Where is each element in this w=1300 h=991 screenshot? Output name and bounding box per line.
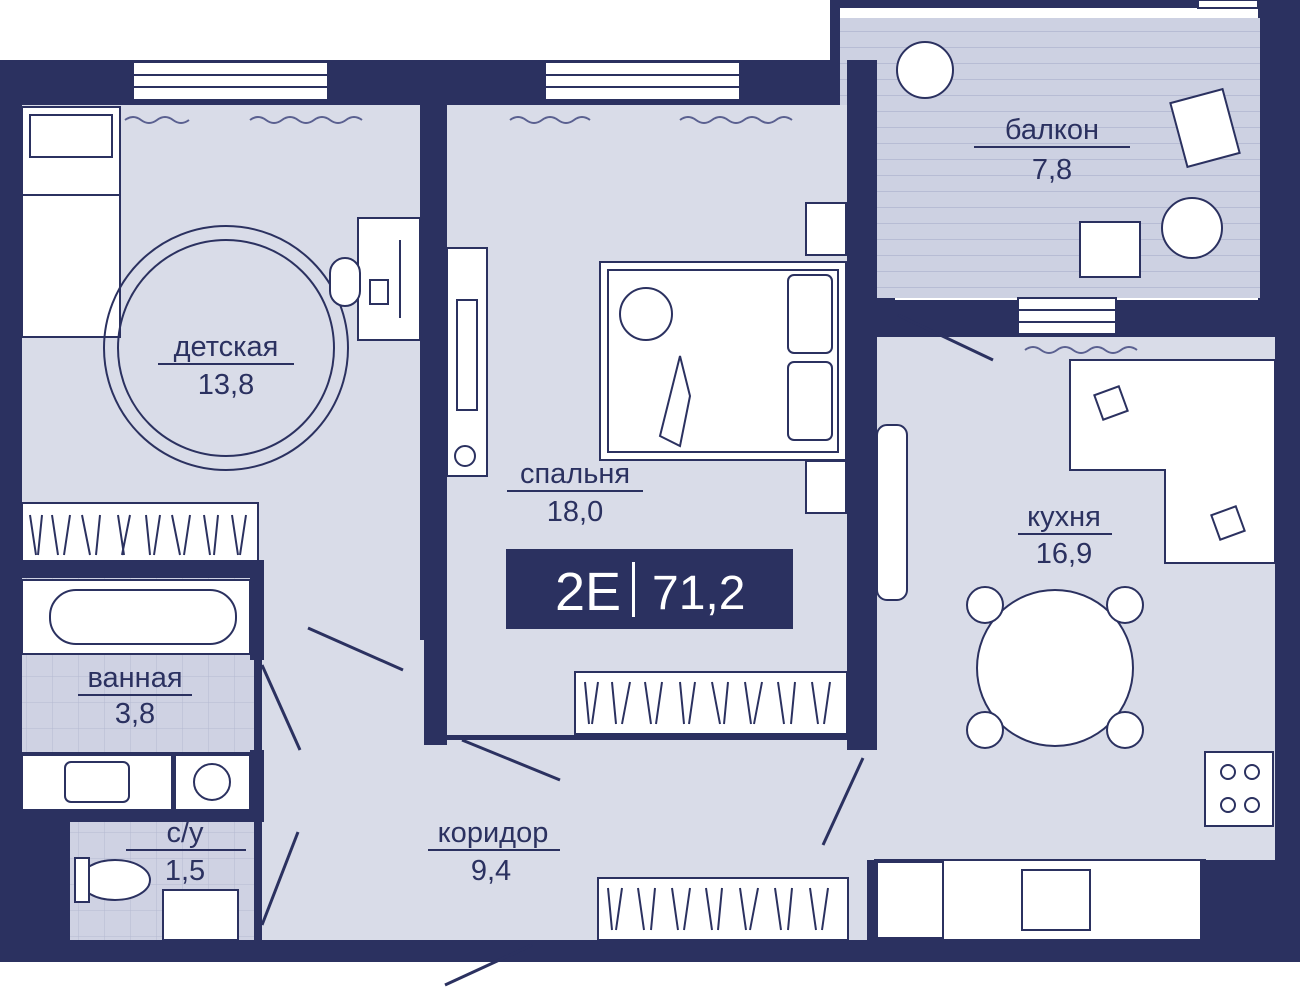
- wardrobe-kids: [21, 502, 259, 562]
- kitchen-furniture: [876, 359, 1276, 939]
- room-bathroom-area: 3,8: [115, 698, 155, 730]
- wardrobes: [21, 502, 849, 941]
- room-bedroom: спальня 18,0: [507, 458, 643, 528]
- kids-rug: [103, 225, 349, 471]
- room-wc: с/у 1,5: [126, 817, 246, 887]
- dining-chair-4: [1106, 711, 1144, 749]
- bed-pillow-2: [787, 361, 833, 441]
- wc-sink: [162, 889, 239, 941]
- nightstand-top: [805, 202, 847, 256]
- dining-chair-2: [1106, 586, 1144, 624]
- kitchen-closet: [876, 424, 908, 601]
- window-mullions: [133, 74, 1116, 323]
- bathroom-fixtures: [21, 579, 251, 941]
- room-wc-area: 1,5: [165, 855, 205, 887]
- stove-icon: [1204, 751, 1274, 827]
- room-bedroom-area: 18,0: [547, 496, 603, 528]
- dining-chair-3: [966, 711, 1004, 749]
- corridor-floor: [262, 560, 427, 940]
- room-labels: детская 13,8 спальня 18,0 балкон 7,8 кух…: [78, 114, 1130, 887]
- bedroom-closet-left: [446, 247, 488, 477]
- room-corridor: коридор 9,4: [428, 817, 560, 887]
- dining-table: [976, 589, 1134, 747]
- room-wc-name: с/у: [166, 817, 204, 849]
- toilet: [79, 859, 151, 901]
- kids-pillow: [29, 114, 113, 158]
- balcony-chair-2: [1079, 221, 1141, 278]
- room-bathroom-name: ванная: [87, 662, 182, 694]
- room-kitchen: кухня 16,9: [1018, 501, 1112, 570]
- bed-pillow-1: [787, 274, 833, 354]
- radiators: [124, 116, 1138, 354]
- room-kitchen-area: 16,9: [1036, 538, 1092, 570]
- dining-chair-1: [966, 586, 1004, 624]
- area-badge: 2E 71,2: [506, 549, 793, 629]
- fridge: [876, 861, 944, 939]
- window-kitchen: [1017, 297, 1117, 335]
- balcony-furniture: [896, 41, 1241, 278]
- window-kids: [132, 61, 329, 101]
- washbasin: [21, 754, 173, 811]
- balcony-chair-1: [1169, 87, 1241, 169]
- window-balcony: [1197, 0, 1259, 9]
- apartment-code: 2E: [555, 562, 621, 622]
- window-bedroom: [544, 61, 741, 101]
- room-balcony: балкон 7,8: [974, 114, 1130, 186]
- balcony-table: [1161, 197, 1223, 259]
- nightstand-bottom: [805, 460, 847, 514]
- room-kitchen-name: кухня: [1027, 501, 1101, 533]
- room-kids: детская 13,8: [158, 331, 294, 401]
- badge-divider: [632, 562, 635, 617]
- room-balcony-area: 7,8: [1032, 154, 1072, 186]
- room-kids-name: детская: [174, 331, 279, 363]
- room-balcony-name: балкон: [1005, 114, 1099, 146]
- windows: [132, 0, 1259, 335]
- wardrobe-bedroom: [574, 671, 848, 735]
- room-bedroom-name: спальня: [520, 458, 630, 490]
- room-corridor-area: 9,4: [471, 855, 511, 887]
- room-bathroom: ванная 3,8: [78, 662, 192, 730]
- plant-icon: [896, 41, 954, 99]
- kitchen-sink: [1021, 869, 1091, 931]
- room-kids-area: 13,8: [198, 369, 254, 401]
- bedroom-furniture: [446, 202, 847, 514]
- wardrobe-corridor: [597, 877, 849, 941]
- total-area: 71,2: [652, 567, 745, 620]
- kids-room-furniture: [21, 106, 421, 471]
- door-swings: [260, 313, 994, 987]
- room-corridor-name: коридор: [438, 817, 549, 849]
- wardrobe-hatching: [29, 514, 831, 931]
